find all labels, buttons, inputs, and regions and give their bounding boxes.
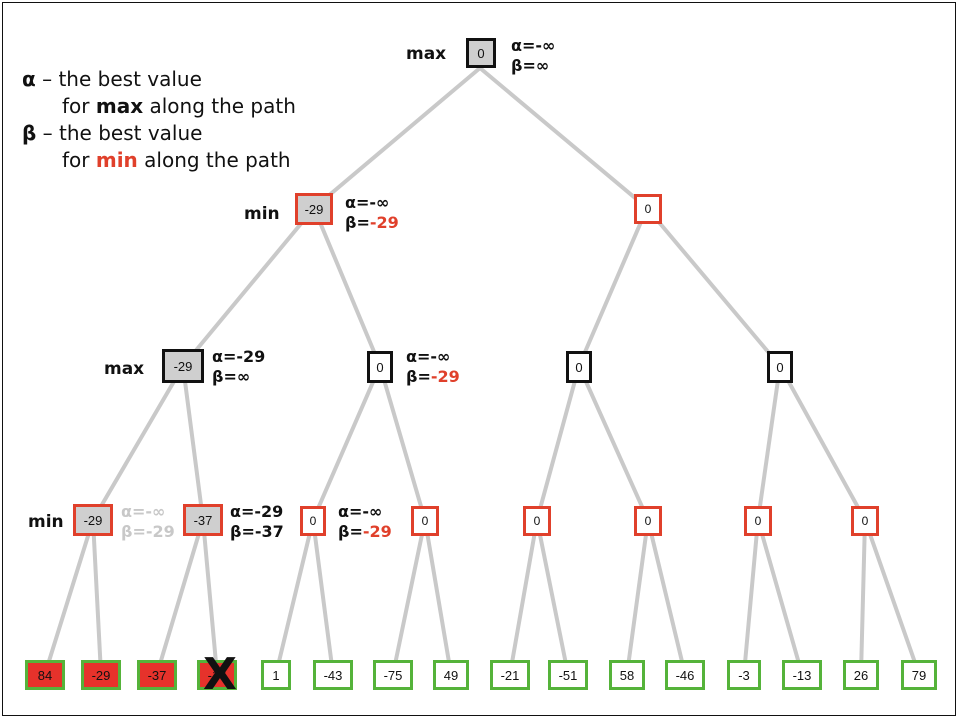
leaf-14: -13 [782,660,822,690]
edge-l3c-leaf5 [274,518,315,676]
edge-l3b-leaf4 [201,518,219,676]
legend-alpha-desc: for max along the path [62,94,296,118]
edge-l2d-l3h [778,364,867,522]
legend: α – the best value for max along the pat… [22,66,296,174]
edge-l1right-l2d [645,206,782,368]
label-level2-max: max [104,359,145,379]
node-l3-h: 0 [851,506,879,536]
leaf-6: -43 [313,660,353,690]
edge-l2b-l3d [378,364,427,522]
node-l2-a: -29 [162,349,204,383]
edge-l1left-l2a [181,206,316,368]
leaf-3: -37 [137,660,177,690]
node-root: 0 [466,38,496,68]
edge-l2a-l3b [181,364,205,522]
edge-l3a-leaf1 [43,518,95,676]
bounds-l3-b: α=-29 β=-37 [230,502,284,541]
node-l3-g: 0 [744,506,772,536]
node-l3-c: 0 [300,506,326,536]
edge-l3g-leaf14 [756,518,804,676]
node-l1-right: 0 [634,194,662,224]
edge-l3f-leaf12 [646,518,687,676]
leaf-11: 58 [609,660,645,690]
node-l3-a: -29 [73,504,113,536]
leaf-10: -51 [548,660,588,690]
leaf-8: 49 [433,660,469,690]
node-l2-d: 0 [767,351,793,383]
edge-root-l1left [312,66,482,210]
edge-l3b-leaf3 [155,518,205,676]
node-l1-left: -29 [295,193,333,225]
leaf-9: -21 [490,660,530,690]
legend-beta: β – the best value [22,121,203,145]
leaf-13: -3 [727,660,761,690]
edge-l2c-l3e [535,364,581,522]
edge-l3e-leaf10 [535,518,570,676]
edge-l2d-l3g [756,364,782,522]
edge-l3g-leaf13 [742,518,760,676]
edge-l3e-leaf9 [508,518,539,676]
node-l3-b: -37 [183,504,223,536]
edge-l3f-leaf11 [625,518,650,676]
edge-l2c-l3f [577,364,650,522]
bounds-root: α=-∞ β=∞ [511,36,556,75]
label-root-max: max [406,44,447,64]
leaf-12: -46 [665,660,705,690]
bounds-l2-b: α=-∞ β=-29 [406,347,460,386]
edge-l1left-l2b [312,206,382,368]
node-l2-c: 0 [566,351,592,383]
edge-l3h-leaf15 [859,518,867,676]
leaf-1: 84 [25,660,65,690]
edge-l3d-leaf8 [423,518,453,676]
edge-l2b-l3c [311,364,382,522]
leaf-16: 79 [901,660,937,690]
legend-beta-desc: for min along the path [62,148,291,172]
edge-l2a-l3a [91,364,185,522]
edge-l3c-leaf6 [311,518,335,676]
leaf-2: -29 [81,660,121,690]
node-l2-b: 0 [367,351,393,383]
leaf-5: 1 [261,660,291,690]
leaf-7: -75 [373,660,413,690]
edge-l3h-leaf16 [863,518,921,676]
node-l3-e: 0 [523,506,551,536]
bounds-l3-c: α=-∞ β=-29 [338,502,392,541]
pruned-cross-mark: X [203,649,237,700]
leaf-4-pruned: -16 [197,660,237,690]
label-level3-min: min [28,512,64,532]
bounds-l2-a: α=-29 β=∞ [212,347,266,386]
bounds-l3-a: α=-∞ β=-29 [121,502,175,541]
edge-l1right-l2c [577,206,649,368]
node-l3-f: 0 [634,506,662,536]
label-level1-min: min [244,204,280,224]
legend-alpha: α – the best value [22,67,202,91]
bounds-l1-left: α=-∞ β=-29 [345,193,399,232]
edge-root-l1right [478,66,649,210]
edge-l3d-leaf7 [391,518,427,676]
leaf-15: 26 [843,660,879,690]
edge-l3a-leaf2 [91,518,103,676]
node-l3-d: 0 [411,506,439,536]
